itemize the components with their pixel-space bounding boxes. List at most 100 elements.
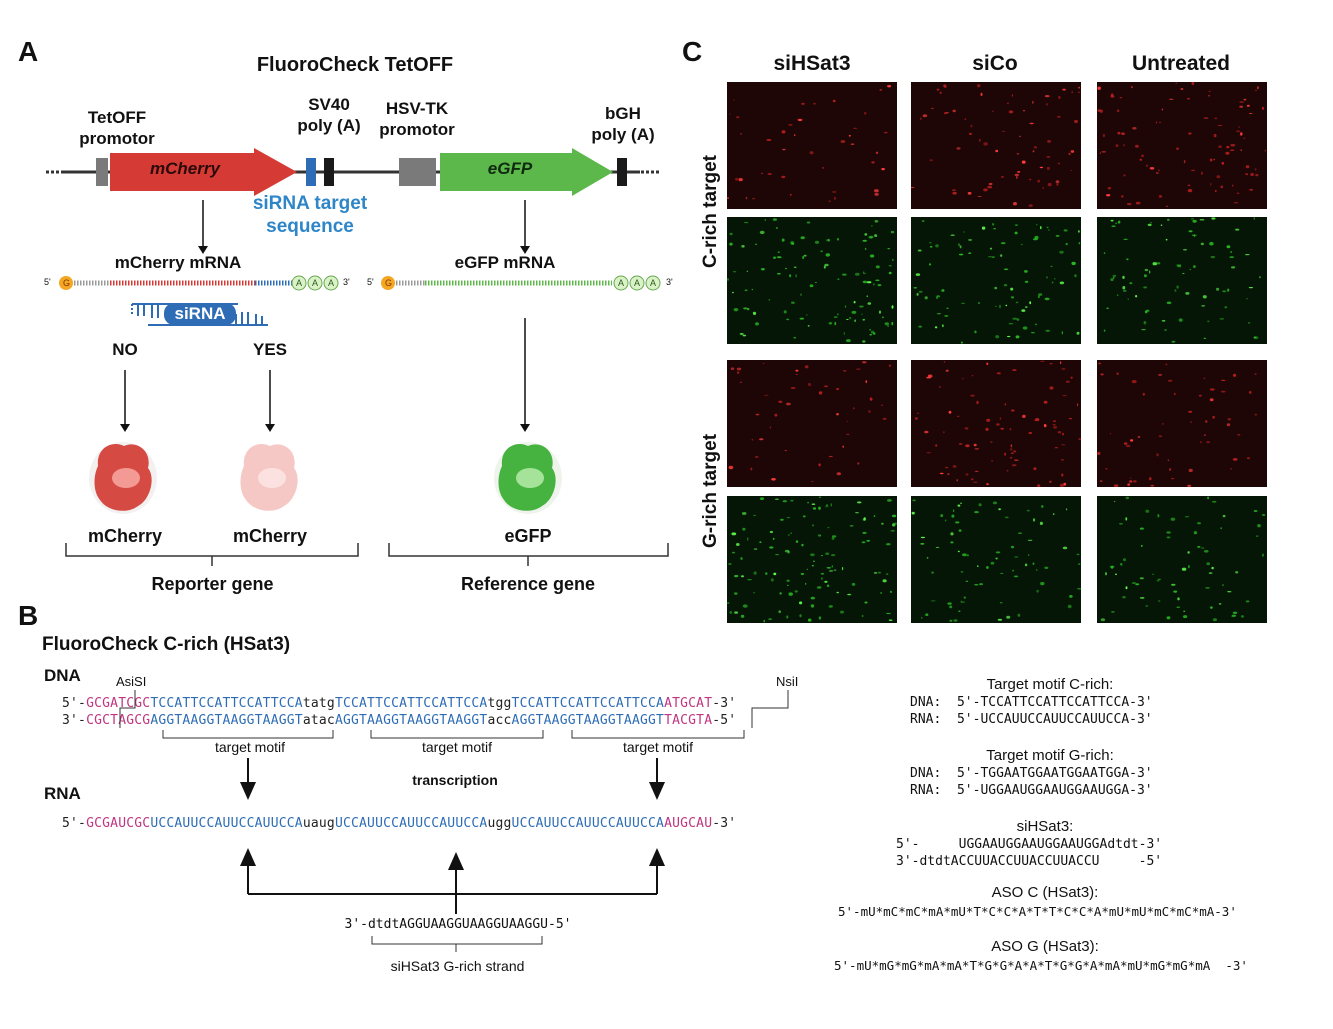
panel-a-title: FluoroCheck TetOFF: [256, 54, 454, 76]
tetoff-promotor-box: [96, 158, 108, 186]
microscopy-tile-red-0-2: [1097, 82, 1267, 209]
yes-label: YES: [252, 340, 288, 359]
dna-bottom-segment-8: -5': [712, 713, 737, 728]
microscopy-tile-green-1-0: [727, 217, 897, 344]
dna-label: DNA: [44, 666, 81, 685]
protein-mcherry-faded-label: mCherry: [232, 526, 308, 546]
col-header-sico: siCo: [972, 52, 1018, 75]
microscopy-tile-green-3-0: [727, 496, 897, 623]
rna-segment-4: UCCAUUCCAUUCCAUUCCA: [334, 816, 488, 831]
sirna-label: siRNA: [174, 304, 226, 323]
mcherry-protein-bright: [89, 442, 157, 514]
microscopy-tile-green-3-1: [911, 496, 1081, 623]
crich-title: Target motif C-rich:: [986, 676, 1114, 693]
rna-segment-7: AUGCAU: [664, 816, 713, 831]
crich-dna: DNA: 5'-TCCATTCCATTCCATTCCA-3': [910, 695, 1153, 710]
rna-segment-2: UCCAUUCCAUUCCAUUCCA: [150, 816, 303, 831]
sirna-g-strand-label: siHSat3 G-rich strand: [390, 958, 525, 974]
microscopy-tile-green-3-2: [1097, 496, 1267, 623]
nsii-label: NsiI: [776, 674, 799, 689]
dna-bottom-segment-1: CGCTAGCG: [86, 713, 151, 728]
mcherry-arrow: [110, 148, 297, 196]
dna-top-segment-7: ATGCAT: [664, 696, 713, 711]
row-label-c-rich: C-rich target: [700, 155, 721, 268]
dna-bottom-segment-2: AGGTAAGGTAAGGTAAGGT: [150, 713, 303, 728]
mcherry-3prime: 3': [343, 277, 350, 287]
target-motif-label-3: target motif: [622, 739, 694, 755]
crich-rna: RNA: 5'-UCCAUUCCAUUCCAUUCCA-3': [910, 712, 1153, 727]
grich-rna: RNA: 5'-UGGAAUGGAAUGGAAUGGA-3': [910, 783, 1153, 798]
dna-top-strand: 5'-GCGATCGCTCCATTCCATTCCATTCCAtatgTCCATT…: [62, 696, 736, 711]
asog-title: ASO G (HSat3):: [991, 938, 1099, 955]
dna-bottom-segment-7: TACGTA: [664, 713, 713, 728]
rna-segment-6: UCCAUUCCAUUCCAUUCCA: [511, 816, 665, 831]
rna-segment-8: -3': [712, 816, 737, 831]
dna-bottom-segment-4: AGGTAAGGTAAGGTAAGGT: [334, 713, 488, 728]
egfp-5prime: 5': [367, 277, 374, 287]
panel-letter-b: B: [18, 600, 39, 631]
asisi-label: AsiSI: [116, 674, 147, 689]
hsvtk-promotor-box: [399, 158, 436, 186]
mcherry-polya-3: A: [328, 278, 335, 288]
mcherry-mrna-label: mCherry mRNA: [114, 253, 242, 272]
sv40-box: [324, 158, 334, 186]
rna-segment-1: GCGAUCGC: [86, 816, 151, 831]
bgh-box: [617, 158, 627, 186]
panel-b-title: FluoroCheck C-rich (HSat3): [42, 634, 291, 655]
row-label-g-rich: G-rich target: [700, 433, 721, 548]
microscopy-tile-green-1-1: [911, 217, 1081, 344]
dna-bottom-segment-3: atac: [302, 713, 335, 728]
sirna-duplex: [131, 303, 268, 326]
mcherry-polya-2: A: [312, 278, 319, 288]
sirna-g-strand: 3'-dtdtAGGUAAGGUAAGGUAAGGU-5': [344, 917, 572, 932]
panel-letter-c: C: [682, 36, 703, 67]
rna-label: RNA: [44, 784, 81, 803]
microscopy-tile-red-2-2: [1097, 360, 1267, 487]
sihsat3-title: siHSat3:: [1016, 818, 1074, 835]
rna-segment-3: uaug: [302, 816, 335, 831]
dna-top-segment-1: GCGATCGC: [86, 696, 151, 711]
target-motif-label-2: target motif: [421, 739, 493, 755]
dna-bottom-segment-0: 3'-: [62, 713, 87, 728]
asoc-title: ASO C (HSat3):: [991, 884, 1099, 901]
egfp-cap: G: [385, 278, 393, 288]
mcherry-mrna-strand: [59, 275, 339, 291]
dna-top-segment-5: tgg: [487, 696, 512, 711]
microscopy-tile-red-2-1: [911, 360, 1081, 487]
mcherry-5prime: 5': [44, 277, 51, 287]
col-header-sihsat3: siHSat3: [773, 52, 851, 75]
sirna-target-box: [306, 158, 316, 186]
dna-bottom-segment-6: AGGTAAGGTAAGGTAAGGT: [511, 713, 665, 728]
dna-bottom-segment-5: acc: [487, 713, 512, 728]
protein-mcherry-label: mCherry: [87, 526, 163, 546]
dna-top-segment-3: tatg: [302, 696, 335, 711]
mcherry-cap: G: [63, 278, 71, 288]
col-header-untreated: Untreated: [1131, 52, 1231, 75]
rna-segment-5: ugg: [487, 816, 512, 831]
dna-top-segment-0: 5'-: [62, 696, 87, 711]
microscopy-tile-red-0-0: [727, 82, 897, 209]
asog-seq: 5'-mU*mG*mG*mA*mA*T*G*G*A*A*T*G*G*A*mA*m…: [834, 958, 1248, 973]
dna-bottom-strand: 3'-CGCTAGCGAGGTAAGGTAAGGTAAGGTatacAGGTAA…: [62, 713, 736, 728]
microscopy-tile-green-1-2: [1097, 217, 1267, 344]
grich-title: Target motif G-rich:: [986, 747, 1114, 764]
target-motif-label-1: target motif: [214, 739, 286, 755]
mcherry-protein-faded: [240, 444, 298, 511]
egfp-protein: [494, 442, 562, 514]
egfp-polya-1: A: [618, 278, 625, 288]
dna-top-segment-6: TCCATTCCATTCCATTCCA: [511, 696, 665, 711]
egfp-arrow: [440, 148, 613, 196]
asoc-seq: 5'-mU*mC*mC*mA*mU*T*C*C*A*T*T*C*C*A*mU*m…: [838, 904, 1237, 919]
egfp-mrna-strand: [381, 275, 661, 291]
protein-egfp-label: eGFP: [504, 526, 552, 546]
mcherry-polya-1: A: [296, 278, 303, 288]
dna-top-segment-8: -3': [712, 696, 737, 711]
transcription-label: transcription: [412, 772, 498, 788]
reporter-gene-label: Reporter gene: [151, 574, 274, 594]
